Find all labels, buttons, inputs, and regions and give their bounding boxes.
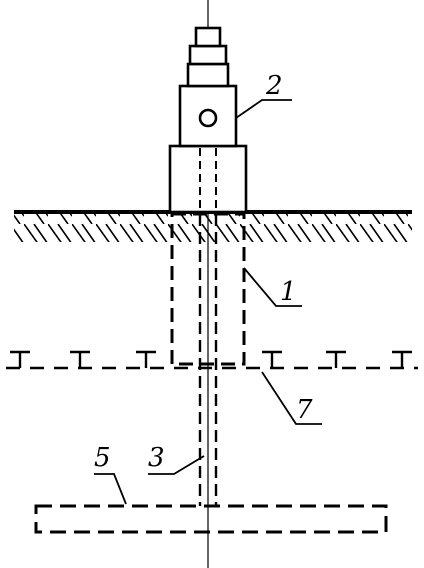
- leader-1: [243, 267, 302, 307]
- callout-2: 2: [265, 71, 283, 101]
- head-assembly: [168, 26, 248, 214]
- callouts: 2 1 7 3 5: [94, 71, 313, 473]
- embedded-sleeve: [170, 212, 246, 366]
- nut-lower: [186, 62, 230, 88]
- callout-7: 7: [296, 395, 313, 425]
- callout-3: 3: [148, 443, 165, 473]
- housing-hole: [198, 108, 218, 128]
- leader-3: [148, 455, 205, 475]
- leader-7: [261, 371, 322, 425]
- anchor-plate: [34, 504, 388, 534]
- leader-2: [235, 99, 292, 119]
- ground: [14, 210, 412, 242]
- base-block: [168, 144, 248, 214]
- callout-1: 1: [280, 277, 297, 307]
- leader-lines: [94, 99, 322, 505]
- level-line: [6, 350, 418, 370]
- nut-top: [194, 26, 222, 48]
- rod-below-ground: [198, 214, 218, 506]
- leader-5: [94, 473, 127, 505]
- ground-hatching: [14, 212, 412, 242]
- callout-5: 5: [94, 443, 111, 473]
- nut-middle: [188, 44, 228, 66]
- level-markers: [10, 350, 412, 368]
- rod-in-base: [199, 148, 217, 212]
